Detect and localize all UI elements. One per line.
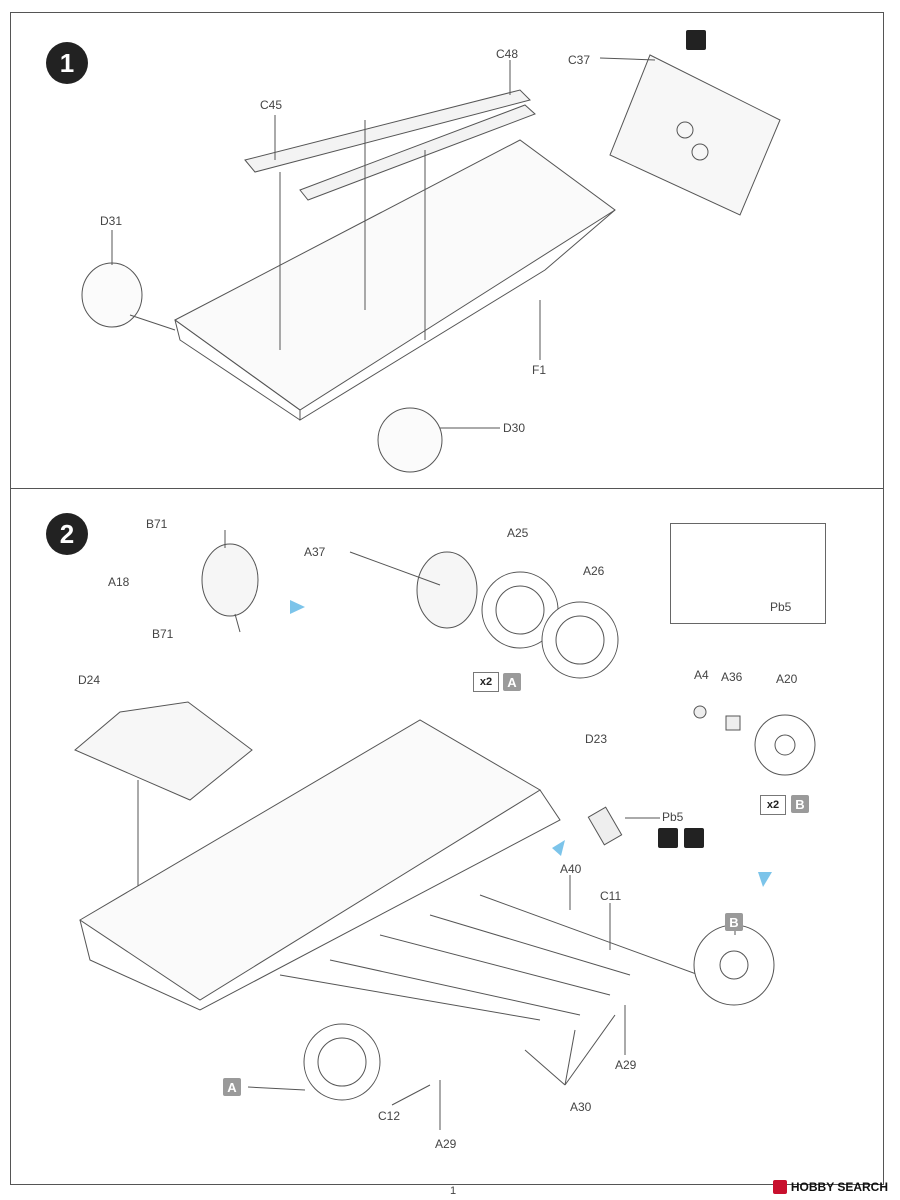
arrow-down-left-icon xyxy=(552,840,565,856)
plate-d24-shape xyxy=(74,701,253,801)
label-a37: A37 xyxy=(304,545,326,559)
drive-housing-assembly xyxy=(416,551,478,629)
label-d30: D30 xyxy=(503,421,526,435)
wheel-d31-shape xyxy=(81,262,143,328)
label-a29-bottom: A29 xyxy=(435,1137,457,1151)
label-a25: A25 xyxy=(507,526,529,540)
label-a36: A36 xyxy=(721,670,743,684)
step-2-panel xyxy=(10,488,884,1185)
drive-housing-a18 xyxy=(201,543,259,617)
label-c37: C37 xyxy=(568,53,591,67)
label-c45: C45 xyxy=(260,98,283,112)
label-a29-right: A29 xyxy=(615,1058,637,1072)
step-1-drawing xyxy=(81,54,781,473)
label-pb5-inset: Pb5 xyxy=(770,600,792,614)
part-d23 xyxy=(587,806,623,846)
hobbysearch-logo-icon xyxy=(772,1180,787,1194)
label-a20: A20 xyxy=(776,672,798,686)
tag-a-placement: A xyxy=(223,1078,241,1096)
label-c12: C12 xyxy=(378,1109,401,1123)
step-2-badge: 2 xyxy=(46,513,88,555)
tag-b-placement: B xyxy=(725,913,743,931)
label-b71-bottom: B71 xyxy=(152,627,174,641)
wheel-d30-shape xyxy=(377,407,443,473)
label-f1: F1 xyxy=(532,363,547,377)
label-pb5: Pb5 xyxy=(662,810,684,824)
label-c11: C11 xyxy=(600,889,622,903)
watermark-text: HOBBY SEARCH xyxy=(790,1180,888,1194)
idler-a20 xyxy=(754,714,816,776)
glue-icon xyxy=(658,828,678,848)
watermark: HOBBY SEARCH xyxy=(772,1180,888,1194)
sprocket-a26 xyxy=(541,601,619,679)
label-d23: D23 xyxy=(585,732,608,746)
pb5-inset-box xyxy=(670,523,826,624)
page-number: 1 xyxy=(450,1185,457,1197)
washer-a4 xyxy=(693,705,707,719)
step-1-badge: 1 xyxy=(46,42,88,84)
sprocket-a-placed xyxy=(303,1023,381,1101)
label-d24: D24 xyxy=(78,673,101,687)
label-a26: A26 xyxy=(583,564,605,578)
quantity-x2-a: x2 xyxy=(473,672,499,692)
label-b71-top: B71 xyxy=(146,517,168,531)
direction-arrows xyxy=(290,600,772,887)
label-a4: A4 xyxy=(694,668,709,682)
label-a30: A30 xyxy=(570,1100,592,1114)
tag-a: A xyxy=(503,673,521,691)
paint-icon xyxy=(684,828,704,848)
arrow-down-icon xyxy=(758,872,772,887)
label-a40: A40 xyxy=(560,862,582,876)
arrow-right-icon xyxy=(290,600,305,614)
hull-f1-shape xyxy=(174,139,616,411)
plate-c37-shape xyxy=(609,54,781,216)
step-2-drawing xyxy=(74,530,816,1130)
label-a18: A18 xyxy=(108,575,130,589)
rail-c48-shape xyxy=(299,104,536,201)
label-d31: D31 xyxy=(100,214,123,228)
rail-c45-shape xyxy=(244,89,531,173)
label-c48: C48 xyxy=(496,47,519,61)
cement-icon xyxy=(686,30,706,50)
quantity-x2-b: x2 xyxy=(760,795,786,815)
spacer-a36 xyxy=(725,715,741,731)
tag-b: B xyxy=(791,795,809,813)
